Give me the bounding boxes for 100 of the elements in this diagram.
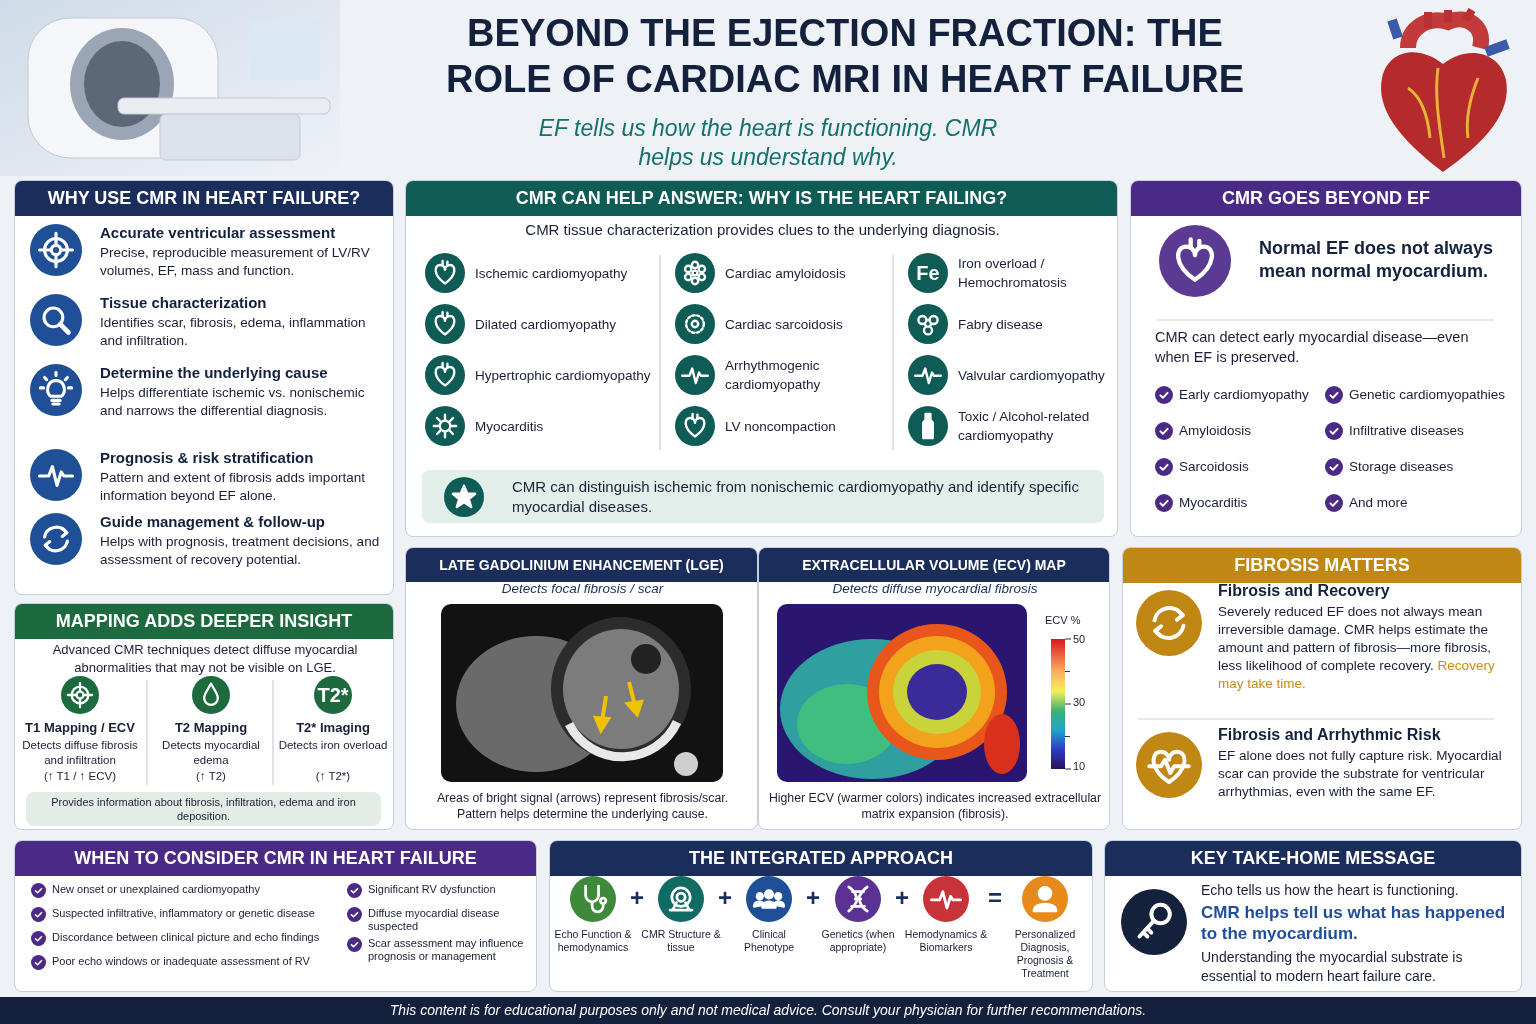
section-heading: KEY TAKE-HOME MESSAGE [1105, 841, 1521, 876]
item-title: Tissue characterization [100, 294, 268, 311]
approach-label: Genetics (when appropriate) [820, 928, 896, 954]
section-heading: EXTRACELLULAR VOLUME (ECV) MAP [759, 548, 1109, 582]
checklist-text: Discordance between clinical picture and echo findings [52, 931, 320, 944]
operator-symbol: + [717, 884, 733, 912]
technique-description: (↑ T2) [195, 769, 227, 784]
condition-label: LV noncompaction [725, 417, 837, 436]
technique-title: T1 Mapping / ECV [24, 720, 136, 735]
section-heading: LATE GADOLINIUM ENHANCEMENT (LGE) [406, 548, 757, 582]
condition-label: Arrhythmogenic cardiomyopathy [725, 357, 822, 394]
symbol-circle: T2* [314, 676, 352, 714]
checklist-text: Infiltrative diseases [1349, 422, 1464, 440]
checklist-text: Scar assessment may influence prognosis or management [368, 937, 525, 963]
item-title: Fibrosis and Recovery [1218, 582, 1391, 600]
condition-label: Ischemic cardiomyopathy [475, 264, 629, 283]
panel-subtitle: Detects diffuse myocardial fibrosis [831, 581, 1039, 596]
item-description: EF alone does not fully capture risk. Myocardial scar can provide the substrate for ventricular arrhythmias, even with the same EF. [1218, 747, 1503, 801]
checklist-text: Genetic cardiomyopathies [1349, 386, 1506, 404]
condition-label: Iron overload / Hemochromatosis [958, 255, 1068, 292]
technique-description: Detects myocardial edema [161, 738, 261, 768]
checklist-text: Storage diseases [1349, 458, 1454, 476]
condition-label: Cardiac amyloidosis [725, 264, 847, 283]
intro-text: CMR tissue characterization provides clues to the underlying diagnosis. [524, 221, 1001, 238]
approach-label: Clinical Phenotype [742, 928, 796, 954]
condition-label: Fabry disease [958, 315, 1044, 334]
item-title: Determine the underlying cause [100, 364, 329, 381]
item-description: Severely reduced EF does not always mean irreversible damage. CMR helps estimate the amount and pattern of fibrosis—more fibrosis, less likelihood of complete recovery. Recovery may take time. [1218, 603, 1496, 693]
item-title: Guide management & follow-up [100, 513, 326, 530]
approach-label: CMR Structure & tissue [640, 928, 722, 954]
section-panel [549, 840, 1093, 992]
scale-tick-label: 10 [1073, 760, 1087, 772]
checklist-text: Early cardiomyopathy [1179, 386, 1309, 404]
scale-tick-label: 30 [1073, 696, 1087, 708]
item-description: Helps differentiate ischemic vs. nonischemic and narrows the differential diagnosis. [100, 384, 366, 420]
approach-label: Hemodynamics & Biomarkers [904, 928, 988, 954]
section-panel [758, 547, 1110, 830]
item-description: Helps with prognosis, treatment decisions, and assessment of recovery potential. [100, 533, 381, 569]
section-heading: MAPPING ADDS DEEPER INSIGHT [15, 604, 393, 639]
condition-label: Cardiac sarcoidosis [725, 315, 844, 334]
condition-label: Toxic / Alcohol-related cardiomyopathy [958, 408, 1091, 445]
key-statement: Normal EF does not always mean normal myocardium. [1259, 237, 1495, 283]
checklist-text: Amyloidosis [1179, 422, 1252, 440]
scale-tick-label: 50 [1073, 633, 1087, 645]
message-text: Echo tells us how the heart is functioning. [1201, 881, 1460, 900]
item-title: Accurate ventricular assessment [100, 224, 337, 241]
callout-box [26, 792, 381, 826]
section-heading: FIBROSIS MATTERS [1123, 548, 1521, 583]
approach-label: Personalized Diagnosis, Prognosis & Treatment [1013, 928, 1077, 980]
technique-title: T2* Imaging [295, 720, 371, 735]
section-heading: WHY USE CMR IN HEART FAILURE? [15, 181, 393, 216]
operator-symbol: + [894, 884, 910, 912]
callout-text: CMR can distinguish ischemic from nonischemic cardiomyopathy and identify specific myocardial diseases. [512, 476, 1080, 517]
technique-description: (↑ T1 / ↑ ECV) [43, 769, 117, 784]
condition-label: Hypertrophic cardiomyopathy [475, 366, 652, 385]
image-caption: Higher ECV (warmer colors) indicates increased extracellular matrix expansion (fibrosis). [767, 790, 1103, 822]
body-text: CMR can detect early myocardial disease—even when EF is preserved. [1155, 328, 1470, 367]
section-panel [1122, 547, 1522, 830]
main-title: BEYOND THE EJECTION FRACTION: THE ROLE OF CARDIAC MRI IN HEART FAILURE [445, 11, 1245, 102]
condition-label: Dilated cardiomyopathy [475, 315, 618, 334]
operator-symbol: + [629, 884, 645, 912]
approach-label: Echo Function & hemodynamics [553, 928, 633, 954]
item-title: Prognosis & risk stratification [100, 449, 315, 466]
operator-symbol: = [987, 884, 1003, 912]
intro-text: Advanced CMR techniques detect diffuse myocardial abnormalities that may not be visible on LGE. [51, 641, 359, 677]
disclaimer-footer: This content is for educational purposes only and not medical advice. Consult your physician for further recommendations. [0, 997, 1536, 1024]
checklist-text: Poor echo windows or inadequate assessment of RV [52, 955, 310, 968]
panel-subtitle: Detects focal fibrosis / scar [500, 581, 665, 596]
section-heading: CMR CAN HELP ANSWER: WHY IS THE HEART FAILING? [406, 181, 1117, 216]
footnote-text: Provides information about fibrosis, infiltration, edema and iron deposition. [50, 795, 357, 823]
technique-description: Detects diffuse fibrosis and infiltration [21, 738, 139, 768]
subtitle: EF tells us how the heart is functioning. CMR helps us understand why. [537, 114, 999, 172]
section-heading: WHEN TO CONSIDER CMR IN HEART FAILURE [15, 841, 536, 876]
technique-description: (↑ T2*) [314, 769, 352, 784]
checklist-text: Diffuse myocardial disease suspected [368, 907, 501, 933]
technique-description: Detects iron overload [277, 738, 389, 753]
scale-title: ECV % [1045, 614, 1082, 626]
section-panel [1104, 840, 1522, 992]
section-panel [1130, 180, 1522, 537]
technique-title: T2 Mapping [173, 720, 249, 735]
section-panel [405, 180, 1118, 537]
item-description: Identifies scar, fibrosis, edema, inflammation and infiltration. [100, 314, 367, 350]
section-heading: CMR GOES BEYOND EF [1131, 181, 1521, 216]
section-heading: THE INTEGRATED APPROACH [550, 841, 1092, 876]
checklist-text: Suspected infiltrative, inflammatory or genetic disease [52, 907, 315, 920]
item-title: Fibrosis and Arrhythmic Risk [1218, 726, 1442, 744]
condition-label: Myocarditis [475, 417, 545, 436]
checklist-text: Significant RV dysfunction [368, 883, 496, 896]
checklist-text: And more [1349, 494, 1408, 512]
item-description: Pattern and extent of fibrosis adds important information beyond EF alone. [100, 469, 366, 505]
section-panel [405, 547, 758, 830]
message-text: Understanding the myocardial substrate is essential to modern heart failure care. [1201, 948, 1464, 986]
condition-label: Valvular cardiomyopathy [958, 366, 1106, 385]
checklist-text: New onset or unexplained cardiomyopathy [52, 883, 260, 896]
section-panel [14, 180, 394, 595]
item-description: Precise, reproducible measurement of LV/RV volumes, EF, mass and function. [100, 244, 371, 280]
section-panel [14, 840, 537, 992]
key-statement: CMR helps tell us what has happened to the myocardium. [1201, 902, 1507, 944]
section-panel [14, 603, 394, 830]
callout-box [422, 470, 1104, 523]
